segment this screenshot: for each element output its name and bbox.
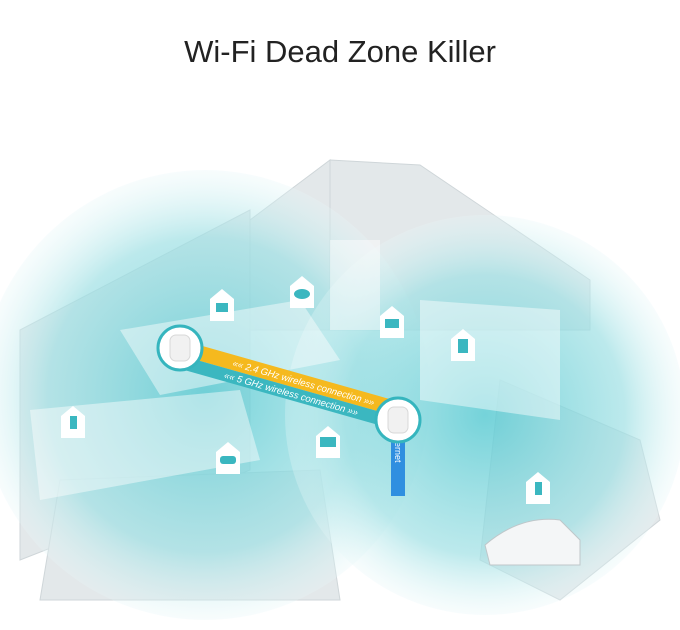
tablet-icon (451, 329, 475, 361)
gamepad-icon (216, 442, 240, 474)
page-title: Wi-Fi Dead Zone Killer (184, 34, 496, 69)
mesh-node-left (156, 324, 204, 372)
band-2-4ghz (178, 340, 414, 421)
internet-label: Internet (393, 432, 403, 463)
tv-icon (316, 426, 340, 458)
internet-cable: Internet (391, 428, 405, 496)
band-5ghz (174, 354, 410, 433)
cloud-icon (290, 276, 314, 308)
mesh-node-right (374, 396, 422, 444)
room-walls (30, 240, 560, 500)
phone-icon (526, 472, 550, 504)
smart-home-icon (210, 289, 234, 321)
computer-icon (380, 306, 404, 338)
car-illustration (484, 518, 581, 566)
device-badges (61, 276, 550, 504)
phone-icon (61, 406, 85, 438)
